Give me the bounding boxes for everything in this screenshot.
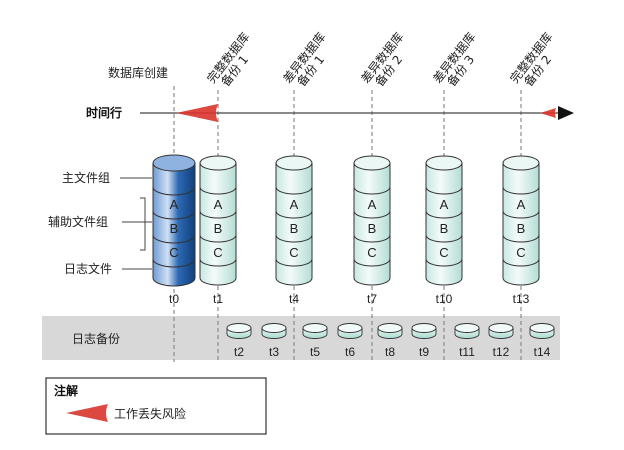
backup-5-letter-a: A <box>517 197 526 212</box>
legend-risk-label: 工作丢失风险 <box>114 406 186 421</box>
log-time-t9: t9 <box>419 345 429 359</box>
backup-3-letter-c: C <box>367 245 376 260</box>
log-time-t6: t6 <box>345 345 355 359</box>
legend-risk-icon <box>66 404 108 422</box>
timeline-label: 时间行 <box>86 105 122 120</box>
log-time-t12: t12 <box>493 345 510 359</box>
db-letter-c: C <box>169 245 178 260</box>
db-letter-b: B <box>170 221 179 236</box>
backup-label-3: 差异数据库 备份 2 <box>358 29 407 89</box>
backup-1-letter-b: B <box>214 221 223 236</box>
log-disk-t11 <box>454 323 480 339</box>
time-label-t10: t10 <box>436 292 453 306</box>
time-label-t0: t0 <box>169 292 179 306</box>
backup-cylinder-3: A B C <box>353 155 391 286</box>
time-label-t1: t1 <box>213 292 223 306</box>
backup-5-letter-b: B <box>517 221 526 236</box>
time-label-t7: t7 <box>367 292 377 306</box>
db-created-label: 数据库创建 <box>108 65 168 80</box>
log-disk-t3 <box>261 323 287 339</box>
log-time-t8: t8 <box>385 345 395 359</box>
log-disk-t14 <box>529 323 555 339</box>
backup-3-letter-b: B <box>368 221 377 236</box>
log-disk-t9 <box>411 323 437 339</box>
backup-4-letter-c: C <box>439 245 448 260</box>
log-time-t11: t11 <box>459 345 475 359</box>
timeline-arrowhead <box>558 106 574 120</box>
log-time-t5: t5 <box>310 345 320 359</box>
secondary-filegroup-bracket <box>122 197 152 251</box>
backup-2-letter-a: A <box>290 197 299 212</box>
backup-1-letter-c: C <box>213 245 222 260</box>
backup-label-5: 完整数据库 备份 2 <box>507 29 556 89</box>
secondary-filegroup-label: 辅助文件组 <box>48 214 108 229</box>
time-label-t13: t13 <box>513 292 530 306</box>
backup-1-letter-a: A <box>214 197 223 212</box>
log-backup-label: 日志备份 <box>72 332 120 346</box>
backup-cylinder-2: A B C <box>275 155 313 286</box>
backup-cylinder-1: A B C <box>199 155 237 286</box>
log-time-t3: t3 <box>269 345 279 359</box>
backup-2-letter-b: B <box>290 221 299 236</box>
log-disk-t6 <box>337 323 363 339</box>
db-letter-a: A <box>170 197 179 212</box>
backup-label-2: 差异数据库 备份 1 <box>280 29 329 89</box>
legend-box: 注解 工作丢失风险 <box>45 377 267 435</box>
backup-label-1: 完整数据库 备份 1 <box>204 29 253 89</box>
log-disk-t2 <box>226 323 252 339</box>
backup-label-4: 差异数据库 备份 3 <box>430 29 479 89</box>
backup-3-letter-a: A <box>368 197 377 212</box>
risk-wedge-start <box>176 104 218 122</box>
backup-2-letter-c: C <box>289 245 298 260</box>
backup-cylinder-4: A B C <box>425 155 463 286</box>
log-disk-t5 <box>302 323 328 339</box>
time-label-t4: t4 <box>289 292 299 306</box>
log-time-t14: t14 <box>534 345 551 359</box>
primary-filegroup-label: 主文件组 <box>62 170 110 185</box>
backup-cylinder-5: A B C <box>502 155 540 286</box>
database-cylinder: A B C <box>152 154 196 287</box>
log-time-t2: t2 <box>234 345 244 359</box>
log-file-label: 日志文件 <box>64 261 112 276</box>
legend-title: 注解 <box>54 383 78 398</box>
backup-4-letter-b: B <box>440 221 449 236</box>
log-disk-t12 <box>488 323 514 339</box>
risk-wedge-end <box>540 108 556 118</box>
log-disk-t8 <box>377 323 403 339</box>
backup-5-letter-c: C <box>516 245 525 260</box>
backup-4-letter-a: A <box>440 197 449 212</box>
